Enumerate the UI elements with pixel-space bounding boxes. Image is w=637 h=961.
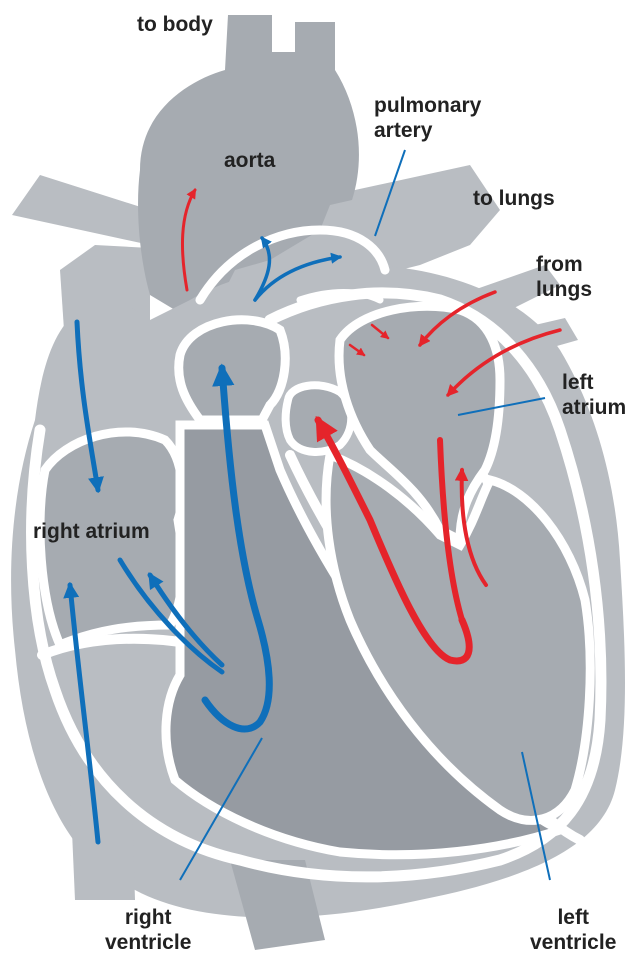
label-left-ventricle: left ventricle (530, 905, 616, 955)
label-left-atrium-line1: left (562, 370, 626, 395)
pulmonary-conus-shape (179, 320, 286, 420)
label-from-lungs: from lungs (536, 252, 592, 302)
label-right-ventricle: right ventricle (105, 905, 191, 955)
label-to-lungs: to lungs (473, 186, 555, 211)
label-right-atrium: right atrium (33, 519, 150, 544)
label-pulmonary-artery-line1: pulmonary (374, 93, 481, 118)
label-pulmonary-artery: pulmonary artery (374, 93, 481, 143)
label-right-ventricle-line2: ventricle (105, 930, 191, 955)
label-left-atrium-line2: atrium (562, 395, 626, 420)
label-aorta: aorta (224, 148, 275, 173)
label-from-lungs-line2: lungs (536, 277, 592, 302)
label-from-lungs-line1: from (536, 252, 592, 277)
label-left-ventricle-line1: left (530, 905, 616, 930)
label-right-ventricle-line1: right (105, 905, 191, 930)
label-to-body: to body (137, 12, 213, 37)
label-left-ventricle-line2: ventricle (530, 930, 616, 955)
inferior-vena-cava (68, 740, 135, 900)
label-pulmonary-artery-line2: artery (374, 118, 481, 143)
label-left-atrium: left atrium (562, 370, 626, 420)
